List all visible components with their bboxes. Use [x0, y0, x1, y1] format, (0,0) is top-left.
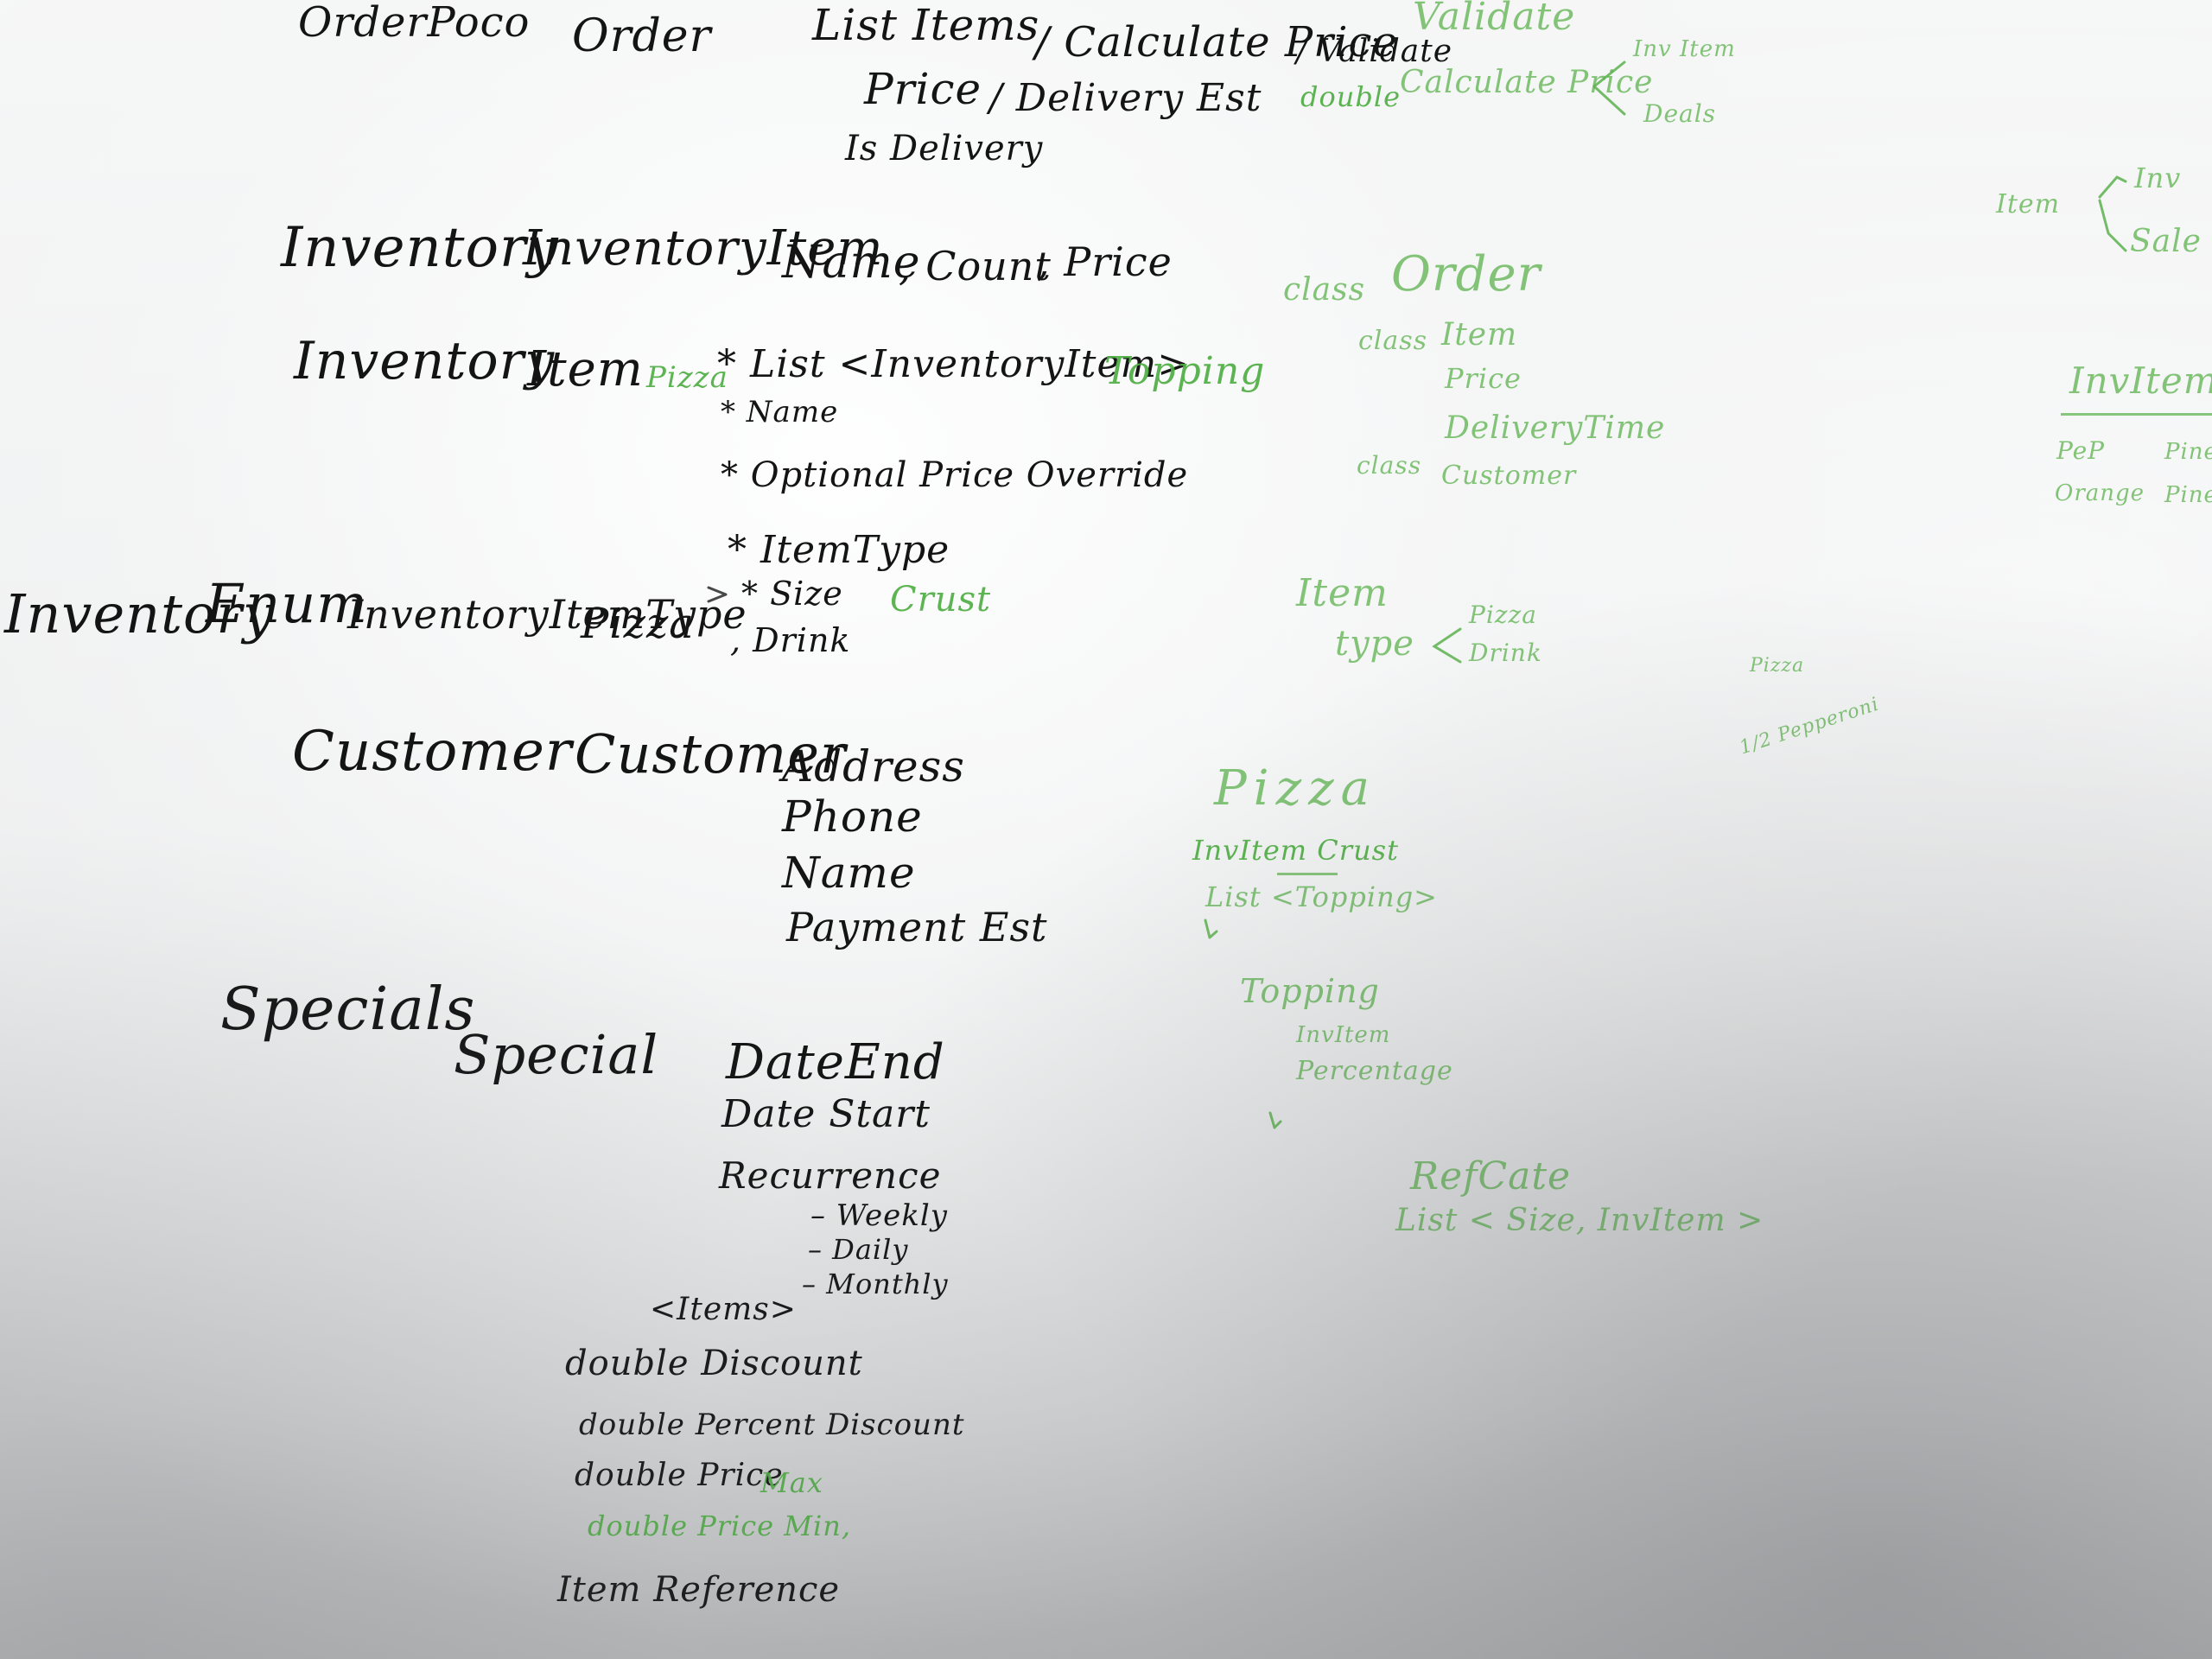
option-daily: – Daily	[808, 1233, 909, 1266]
note-class-1: class	[1283, 272, 1366, 308]
note-pizza-class: Pizza	[1214, 760, 1376, 817]
note-right-pine-2: Pine	[2164, 482, 2212, 508]
field-recurrence: Recurrence	[719, 1154, 942, 1197]
enum-drink: , Drink	[730, 621, 851, 659]
note-deliverytime: DeliveryTime	[1445, 410, 1666, 446]
bracket-item-type	[1432, 627, 1462, 664]
option-weekly: – Weekly	[810, 1198, 948, 1233]
bracket-calculate-price	[1592, 60, 1626, 116]
field-dateend: DateEnd	[726, 1034, 945, 1090]
field-phone: Phone	[782, 791, 923, 842]
label-special: Special	[454, 1023, 659, 1086]
label-inventory-2: Inventory	[294, 331, 556, 391]
field-double-price: double Price	[575, 1458, 784, 1493]
label-inventoryitemtype: InventoryItemType	[347, 591, 747, 638]
label-specials: Specials	[220, 976, 476, 1044]
note-right-orange: Orange	[2055, 480, 2145, 506]
label-order: Order	[572, 10, 712, 62]
underline-crust	[1277, 873, 1338, 875]
note-refcate: RefCate	[1410, 1154, 1572, 1198]
arrow-list-topping	[1204, 918, 1218, 939]
note-percentage: Percentage	[1296, 1056, 1453, 1086]
field-list-inventoryitem: * List <InventoryItem>	[717, 342, 1191, 386]
field-name-3: Name	[782, 848, 916, 898]
field-double-discount: double Discount	[565, 1344, 863, 1383]
field-optional-price-override: * Optional Price Override	[721, 455, 1189, 495]
label-inventory-3: Inventory	[4, 582, 274, 645]
note-is-delivery: Is Delivery	[845, 129, 1044, 168]
note-type-drink: Drink	[1469, 639, 1542, 667]
note-class-order: Order	[1391, 246, 1541, 302]
note-topping-green: Topping	[1104, 349, 1266, 393]
note-price-min-green: double Price Min,	[588, 1510, 852, 1542]
note-validate-green: Validate	[1413, 0, 1576, 39]
field-price: , Price	[1037, 238, 1173, 285]
brace-item	[2098, 175, 2127, 252]
label-item: Item	[527, 341, 644, 397]
field-items: <Items>	[650, 1292, 797, 1327]
note-item-type-1: Item	[1296, 571, 1389, 615]
note-deals-green: Deals	[1643, 99, 1717, 128]
note-crust-green: Crust	[890, 580, 992, 620]
option-monthly: – Monthly	[802, 1268, 949, 1300]
note-class-2: class	[1358, 326, 1428, 356]
note-type-pizza: Pizza	[1469, 601, 1537, 629]
note-list-items: List Items	[812, 0, 1040, 50]
note-invitem-green: Inv Item	[1633, 36, 1736, 62]
field-item-reference: Item Reference	[557, 1570, 841, 1610]
note-item: Item	[1441, 317, 1518, 353]
field-percent-discount: double Percent Discount	[579, 1408, 965, 1442]
note-topping-class: Topping	[1240, 972, 1380, 1010]
note-right-pine-1: Pine	[2164, 439, 2212, 465]
label-orderpoco: OrderPoco	[298, 0, 531, 47]
note-list-size-invitem: List < Size, InvItem >	[1395, 1203, 1764, 1238]
note-item-type-2: type	[1335, 624, 1414, 664]
field-count: , Count	[899, 243, 1052, 289]
note-list-topping: List <Topping>	[1205, 880, 1438, 913]
note-price-green: Price	[1445, 362, 1522, 395]
note-class-3: class	[1357, 451, 1422, 480]
note-right-sale: Sale	[2130, 224, 2202, 259]
label-inventory: Inventory	[281, 216, 559, 280]
field-itemtype: * ItemType	[728, 528, 950, 572]
mark-size-arrow	[707, 586, 728, 603]
field-date-start: Date Start	[721, 1092, 931, 1136]
note-topping-invitem: InvItem	[1296, 1022, 1391, 1048]
note-max-green: Max	[760, 1466, 823, 1499]
label-inventoryitem: InventoryItem	[523, 220, 884, 276]
note-delivery-est: / Delivery Est	[989, 76, 1262, 120]
note-double-green: double	[1300, 80, 1402, 113]
label-enum: Enum	[206, 572, 368, 635]
enum-pizza: Pizza	[581, 600, 695, 648]
arrow-percentage	[1268, 1111, 1282, 1129]
note-calculate-price: / Calculate Price	[1035, 18, 1398, 67]
underline-invitem	[2061, 413, 2212, 416]
field-name: Name	[782, 237, 921, 289]
note-invitem-crust: InvItem Crust	[1192, 834, 1399, 867]
note-customer-green: Customer	[1441, 461, 1577, 491]
field-payment-est: Payment Est	[786, 904, 1048, 950]
note-price: Price	[864, 64, 982, 114]
note-pizza-green: Pizza	[646, 360, 728, 395]
field-size: * Size	[741, 575, 843, 613]
note-small-pizza: Pizza	[1750, 655, 1805, 677]
note-validate: / Validate	[1296, 34, 1453, 69]
field-name-2: * Name	[721, 395, 839, 429]
note-right-item: Item	[1996, 189, 2061, 219]
label-customer: Customer	[292, 720, 573, 784]
note-right-pep: PeP	[2056, 436, 2105, 465]
note-right-inv: Inv	[2134, 162, 2182, 194]
field-address: Address	[782, 741, 965, 791]
note-right-invitem: InvItem	[2069, 359, 2212, 402]
label-customer-2: Customer	[575, 722, 847, 785]
